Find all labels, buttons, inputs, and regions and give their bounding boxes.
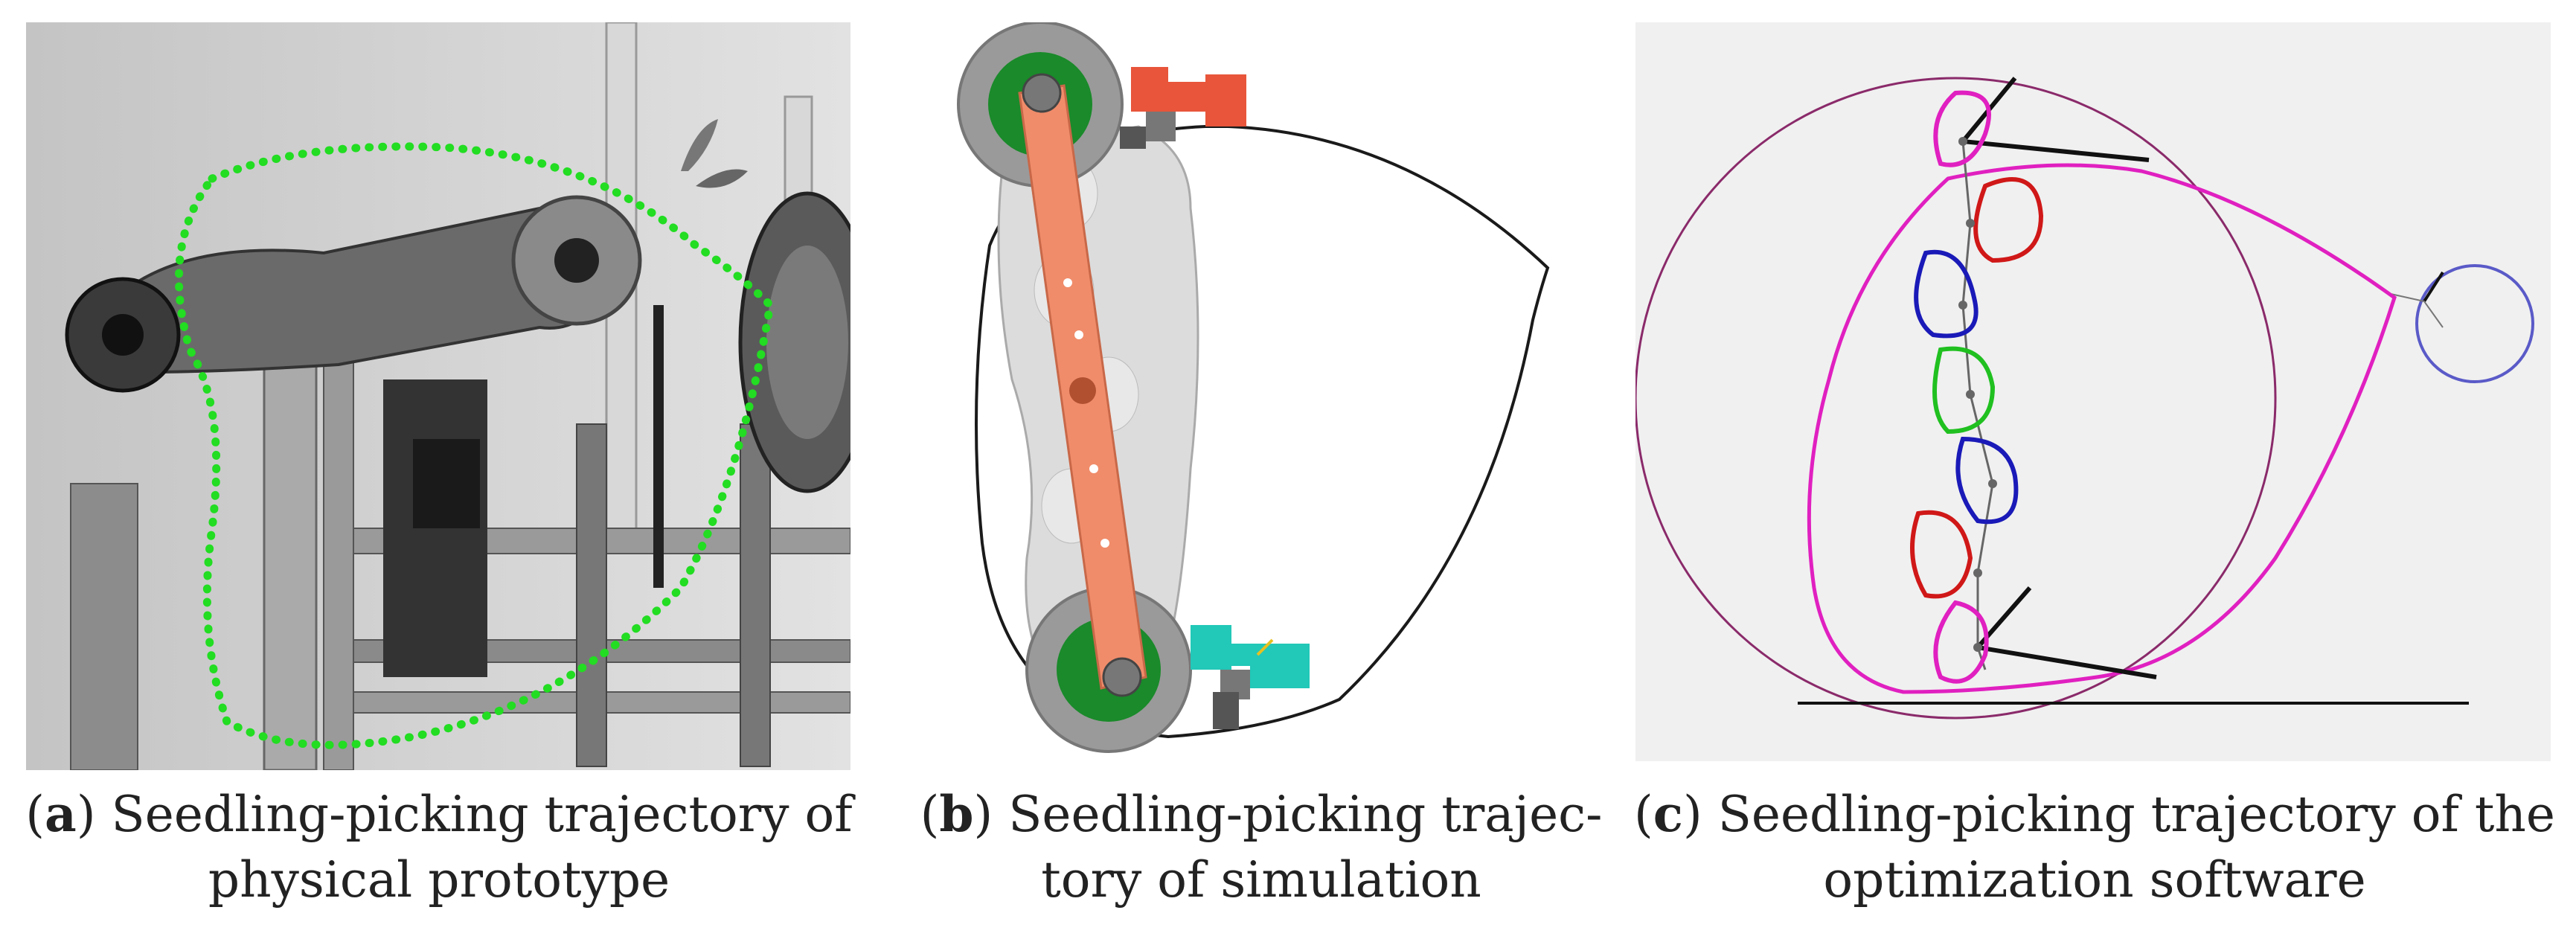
optimization-software-view: [1635, 22, 2551, 761]
caption-c-text1: Seedling-picking trajectory of the: [1717, 786, 2555, 843]
top-gripper: [1120, 67, 1246, 149]
caption-c: (c) Seedling-picking trajectory of the o…: [1630, 781, 2560, 913]
trajectory-dots: [174, 142, 775, 749]
caption-c-line1: (c) Seedling-picking trajectory of the: [1634, 785, 2555, 843]
optimization-illustration: [1635, 22, 2551, 761]
caption-b-text1: Seedling-picking trajec-: [1008, 786, 1603, 843]
prototype-illustration: [26, 22, 850, 770]
caption-a: (a) Seedling-picking trajectory of physi…: [15, 781, 863, 913]
caption-b-line2: tory of simulation: [1041, 851, 1481, 909]
simulation-illustration: [923, 22, 1607, 770]
caption-a-line1: (a) Seedling-picking trajectory of: [25, 785, 853, 843]
prototype-photo: [26, 22, 850, 770]
caption-b-letter: b: [939, 785, 974, 843]
main-trajectory: [1807, 163, 2397, 694]
bottom-gripper: [1191, 625, 1310, 729]
caption-c-line2: optimization software: [1823, 851, 2366, 909]
caption-c-letter: c: [1653, 785, 1683, 843]
caption-a-letter: a: [45, 785, 77, 843]
caption-b-line1: (b) Seedling-picking trajec-: [920, 785, 1603, 843]
caption-a-text1: Seedling-picking trajectory of: [111, 786, 853, 843]
outer-circle: [1635, 77, 2277, 720]
seedling-tray-circle: [2415, 264, 2534, 383]
simulation-view: [923, 22, 1607, 770]
caption-b: (b) Seedling-picking trajec- tory of sim…: [882, 781, 1641, 913]
trajectory-curve: [975, 125, 1550, 739]
caption-a-line2: physical prototype: [208, 851, 670, 909]
